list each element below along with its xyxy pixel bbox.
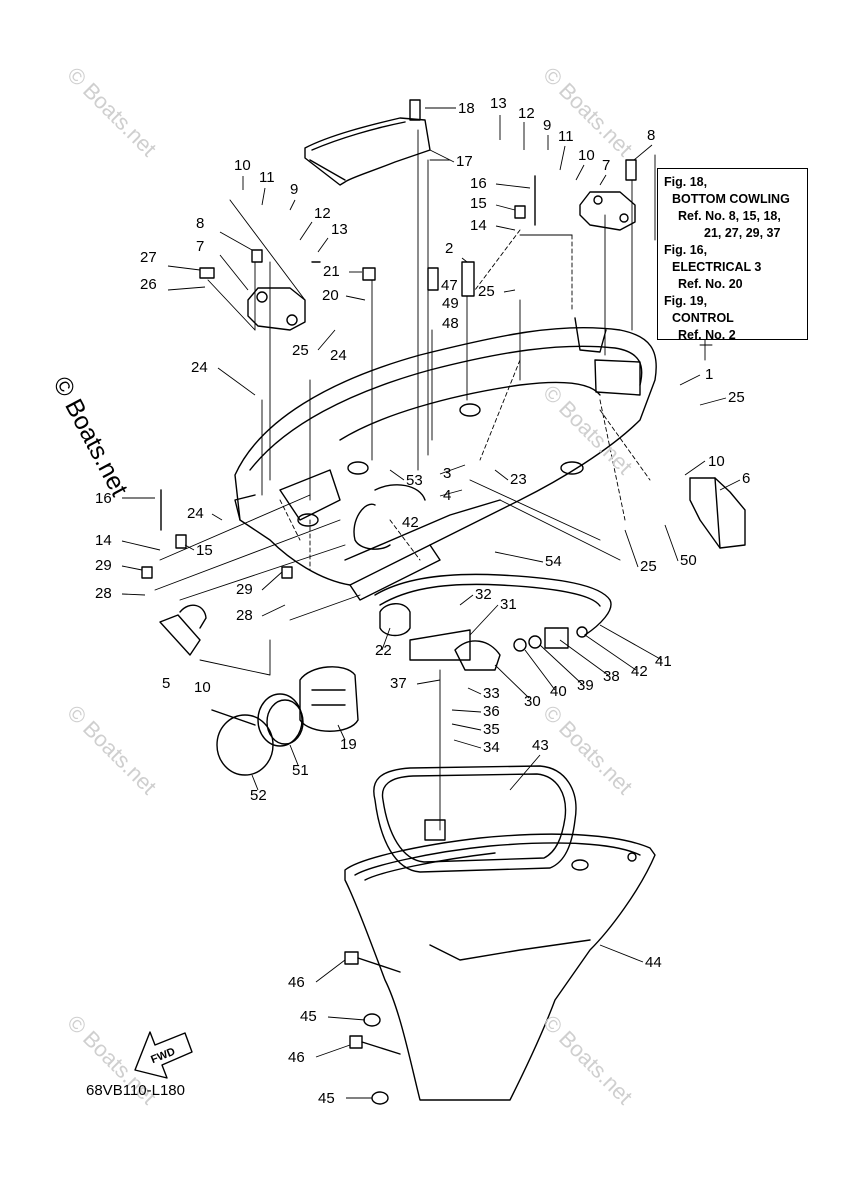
- callout-13: 13: [490, 95, 507, 112]
- ref-line: Fig. 16,: [664, 243, 708, 257]
- callout-20: 20: [322, 287, 339, 304]
- callout-42b: 42: [631, 663, 648, 680]
- callout-38: 38: [603, 668, 620, 685]
- gasket: [373, 765, 577, 873]
- callout-17: 17: [456, 153, 473, 170]
- callout-24b: 24: [191, 359, 208, 376]
- callout-46b: 46: [288, 1049, 305, 1066]
- callout-24c: 24: [187, 505, 204, 522]
- callout-39: 39: [577, 677, 594, 694]
- callout-12b: 12: [314, 205, 331, 222]
- callout-7: 7: [602, 157, 610, 174]
- callout-25b: 25: [292, 342, 309, 359]
- callout-25c: 25: [728, 389, 745, 406]
- callout-36: 36: [483, 703, 500, 720]
- ref-line: Fig. 18,: [664, 175, 708, 189]
- ref-line: 21, 27, 29, 37: [704, 226, 781, 240]
- callout-41: 41: [655, 653, 672, 670]
- callout-35: 35: [483, 721, 500, 738]
- callout-51: 51: [292, 762, 309, 779]
- callout-32: 32: [475, 586, 492, 603]
- callout-3: 3: [443, 465, 451, 482]
- callout-19: 19: [340, 736, 357, 753]
- callout-45b: 45: [318, 1090, 335, 1107]
- ref-line: BOTTOM COWLING: [672, 192, 790, 206]
- callout-15b: 15: [196, 542, 213, 559]
- fwd-label: FWD: [149, 1046, 177, 1067]
- reference-box: Fig. 18, BOTTOM COWLING Ref. No. 8, 15, …: [657, 168, 808, 342]
- callout-16b: 16: [95, 490, 112, 507]
- callout-27: 27: [140, 249, 157, 266]
- callout-14b: 14: [95, 532, 112, 549]
- callout-14: 14: [470, 217, 487, 234]
- callout-49: 49: [442, 295, 459, 312]
- callout-37: 37: [390, 675, 407, 692]
- callout-22: 22: [375, 642, 392, 659]
- callout-29: 29: [95, 557, 112, 574]
- callout-8b: 8: [196, 215, 204, 232]
- lower-cowling: [344, 833, 656, 1101]
- callout-10d: 10: [194, 679, 211, 696]
- callout-46: 46: [288, 974, 305, 991]
- ref-line: Fig. 19,: [664, 294, 708, 308]
- ref-line: Ref. No. 2: [678, 328, 736, 342]
- callout-29b: 29: [236, 581, 253, 598]
- callout-21: 21: [323, 263, 340, 280]
- callout-11b: 11: [259, 169, 275, 186]
- callout-52: 52: [250, 787, 267, 804]
- callout-50: 50: [680, 552, 697, 569]
- callout-42: 42: [402, 514, 419, 531]
- callout-2: 2: [445, 240, 453, 257]
- callout-34: 34: [483, 739, 500, 756]
- callout-15: 15: [470, 195, 487, 212]
- seal: [304, 117, 431, 186]
- callout-10b: 10: [234, 157, 251, 174]
- callout-24: 24: [330, 347, 347, 364]
- callout-45: 45: [300, 1008, 317, 1025]
- callout-16: 16: [470, 175, 487, 192]
- diagram-code: 68VB110-L180: [86, 1082, 185, 1099]
- callout-11: 11: [558, 128, 574, 145]
- callout-28b: 28: [236, 607, 253, 624]
- callout-28: 28: [95, 585, 112, 602]
- callout-10: 10: [578, 147, 595, 164]
- callout-10c: 10: [708, 453, 725, 470]
- fwd-arrow-icon: [134, 1031, 193, 1079]
- callout-43: 43: [532, 737, 549, 754]
- callout-4: 4: [443, 487, 451, 504]
- callout-12: 12: [518, 105, 535, 122]
- ref-line: ELECTRICAL 3: [672, 260, 762, 274]
- callout-18: 18: [458, 100, 475, 117]
- callout-5: 5: [162, 675, 170, 692]
- ref-line: CONTROL: [672, 311, 734, 325]
- callout-31: 31: [500, 596, 517, 613]
- callout-53: 53: [406, 472, 423, 489]
- callout-9: 9: [543, 117, 551, 134]
- callout-23: 23: [510, 471, 527, 488]
- callout-47: 47: [441, 277, 458, 294]
- callout-26: 26: [140, 276, 157, 293]
- ref-line: Ref. No. 20: [678, 277, 743, 291]
- callout-40: 40: [550, 683, 567, 700]
- callout-13b: 13: [331, 221, 348, 238]
- callout-1: 1: [705, 366, 713, 383]
- callout-25d: 25: [640, 558, 657, 575]
- callout-54: 54: [545, 553, 562, 570]
- callout-25: 25: [478, 283, 495, 300]
- callout-48: 48: [442, 315, 459, 332]
- callout-44: 44: [645, 954, 662, 971]
- callout-9b: 9: [290, 181, 298, 198]
- callout-33: 33: [483, 685, 500, 702]
- callout-7b: 7: [196, 238, 204, 255]
- callout-8: 8: [647, 127, 655, 144]
- ref-line: Ref. No. 8, 15, 18,: [678, 209, 781, 223]
- callout-6: 6: [742, 470, 750, 487]
